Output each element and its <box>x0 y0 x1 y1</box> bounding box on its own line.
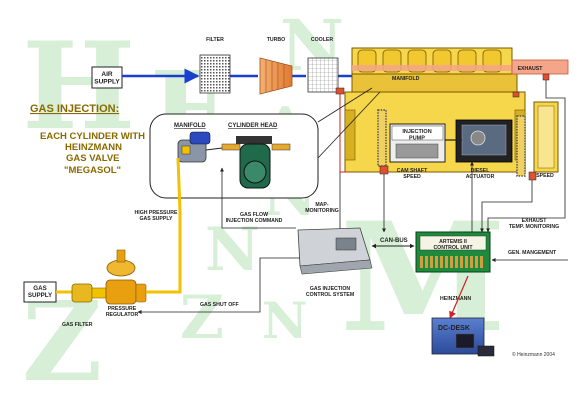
gas-filter-icon <box>71 283 107 303</box>
headline: GAS INJECTION: EACH CYLINDER WITH HEINZM… <box>30 103 145 176</box>
exhaust-temp-signal-line <box>486 80 566 233</box>
speed-sensor-inner <box>537 105 555 169</box>
headline-line1: EACH CYLINDER WITH <box>40 131 145 142</box>
turbo-label: TURBO <box>267 37 285 43</box>
air-supply-box <box>91 66 123 89</box>
headline-title: GAS INJECTION: <box>30 103 119 115</box>
can-bus-label: CAN-BUS <box>380 238 408 244</box>
manifold-top-label: MANIFOLD <box>392 76 420 82</box>
copyright-text: © Heinzmann 2004 <box>512 351 555 358</box>
exhaust-label: EXHAUST <box>518 66 544 72</box>
gas-injection-control-icon <box>297 227 373 275</box>
valve-to-head-line <box>205 147 223 151</box>
exhaust-temp-sensor <box>542 73 550 81</box>
manifold-inset-label: MANIFOLD <box>174 123 206 129</box>
headline-line2: HEINZMANN <box>65 142 122 153</box>
headline-line3: GAS VALVE <box>66 153 120 164</box>
inset-pointer-bottom <box>317 91 381 159</box>
dc-desk-link <box>449 275 469 319</box>
watermark-letter-n3: N <box>262 291 308 350</box>
manifold-pressure-sensor <box>335 87 345 95</box>
gas-shut-off-label: GAS SHUT OFF <box>200 302 239 308</box>
dc-desk-computer-icon <box>431 317 495 357</box>
gen-management-label: GEN. MANGEMENT <box>508 250 557 256</box>
gas-shut-off-line <box>137 257 300 314</box>
flywheel-gear-icon <box>516 115 526 177</box>
speed-sensor-probe <box>528 171 537 181</box>
speed-signal-line <box>480 180 533 233</box>
gas-filter-label: GAS FILTER <box>62 322 93 328</box>
cylinder-head-label: CYLINDER HEAD <box>228 123 278 129</box>
temp-sensor-2 <box>512 91 520 98</box>
speed-label: SPEED <box>536 173 554 179</box>
camshaft-sensor <box>379 165 389 175</box>
map-monitoring-line <box>329 172 341 240</box>
artemis-control-unit-icon <box>415 231 491 273</box>
pressure-regulator-icon <box>105 249 147 305</box>
turbo-fins <box>265 60 285 92</box>
actuator-gear-icon <box>470 130 486 146</box>
filter-label: FILTER <box>206 37 224 43</box>
cooler-label: COOLER <box>311 37 333 43</box>
map-monitoring-label: MAP-MONITORING <box>305 202 339 214</box>
exhaust-pipe <box>511 59 569 75</box>
gas-valve-icon <box>177 131 211 163</box>
headline-line4: "MEGASOL" <box>64 165 121 176</box>
watermark-letter-n4: N <box>205 215 260 285</box>
exhaust-manifold-pipe <box>352 65 512 71</box>
injection-pump-labelbox <box>391 125 444 141</box>
dc-desk-label: DC-DESK <box>438 325 470 332</box>
inset-pointer-top <box>317 87 373 123</box>
gas-flow-command-line <box>220 167 296 229</box>
watermark-letter-z2: Z <box>180 283 224 353</box>
cooler-icon <box>307 57 339 93</box>
camshaft-gear-icon <box>377 109 387 167</box>
cylinder-head-icon <box>221 136 291 189</box>
heinzmann-label: HEINZMANN <box>440 296 471 302</box>
injection-pump-body <box>395 143 439 159</box>
filter-icon <box>199 54 231 94</box>
